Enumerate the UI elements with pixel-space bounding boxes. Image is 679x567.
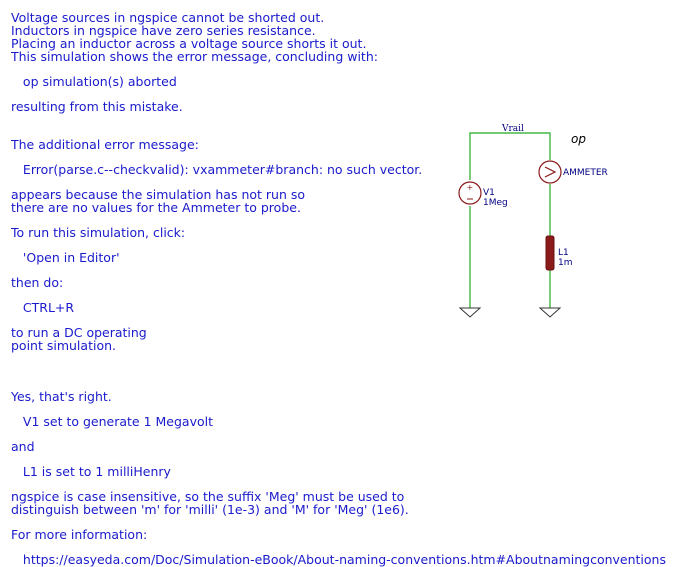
note-line: and [11, 439, 35, 454]
note-line: Placing an inductor across a voltage sou… [11, 36, 367, 51]
note-line: resulting from this mistake. [11, 99, 183, 114]
inductor-icon [545, 235, 555, 271]
note-line: then do: [11, 275, 64, 290]
note-line: Error(parse.c--checkvalid): vxammeter#br… [11, 162, 423, 177]
inductor-l1[interactable] [545, 235, 555, 271]
analysis-label: op [571, 132, 586, 146]
note-line: https://easyeda.com/Doc/Simulation-eBook… [11, 552, 666, 567]
note-line: op simulation(s) aborted [11, 74, 177, 89]
note-line: V1 set to generate 1 Megavolt [11, 414, 214, 429]
l1-value: 1m [558, 258, 573, 268]
ground-icon [538, 307, 562, 318]
note-line: To run this simulation, click: [11, 225, 186, 240]
ground-l1 [538, 307, 562, 318]
note-line: For more information: [11, 527, 148, 542]
vrail-wire [469, 132, 551, 180]
note-line: point simulation. [11, 338, 116, 353]
note-line: The additional error message: [11, 137, 199, 152]
note-line: This simulation shows the error message,… [11, 49, 378, 64]
arrow-icon [544, 166, 557, 178]
circuit-schematic: Vrail op + V1 1Meg AMMETER L1 1m [458, 124, 608, 318]
net-label-vrail: Vrail [501, 124, 524, 134]
voltage-source-icon [458, 181, 482, 205]
note-line: CTRL+R [11, 300, 75, 315]
l1-name: L1 [558, 248, 569, 258]
note-line: distinguish between 'm' for 'milli' (1e-… [11, 502, 409, 517]
note-line: Voltage sources in ngspice cannot be sho… [11, 10, 325, 25]
note-line: appears because the simulation has not r… [11, 187, 306, 202]
plus-sign-icon: + [467, 183, 474, 192]
note-line: Yes, that's right. [11, 389, 112, 404]
note-line: Inductors in ngspice have zero series re… [11, 23, 316, 38]
note-line: there are no values for the Ammeter to p… [11, 200, 301, 215]
note-line: L1 is set to 1 milliHenry [11, 464, 171, 479]
wires [469, 132, 551, 308]
ammeter-name: AMMETER [563, 168, 608, 178]
v1-value: 1Meg [483, 198, 508, 208]
ground-icon [458, 307, 482, 318]
note-line: 'Open in Editor' [11, 250, 120, 265]
ground-v1 [458, 307, 482, 318]
ammeter-icon [538, 160, 562, 184]
note-line: to run a DC operating [11, 325, 147, 340]
voltage-source-v1[interactable]: + [458, 181, 482, 205]
ammeter-probe[interactable] [538, 160, 562, 184]
v1-name: V1 [483, 188, 495, 198]
note-line: ngspice is case insensitive, so the suff… [11, 489, 405, 504]
